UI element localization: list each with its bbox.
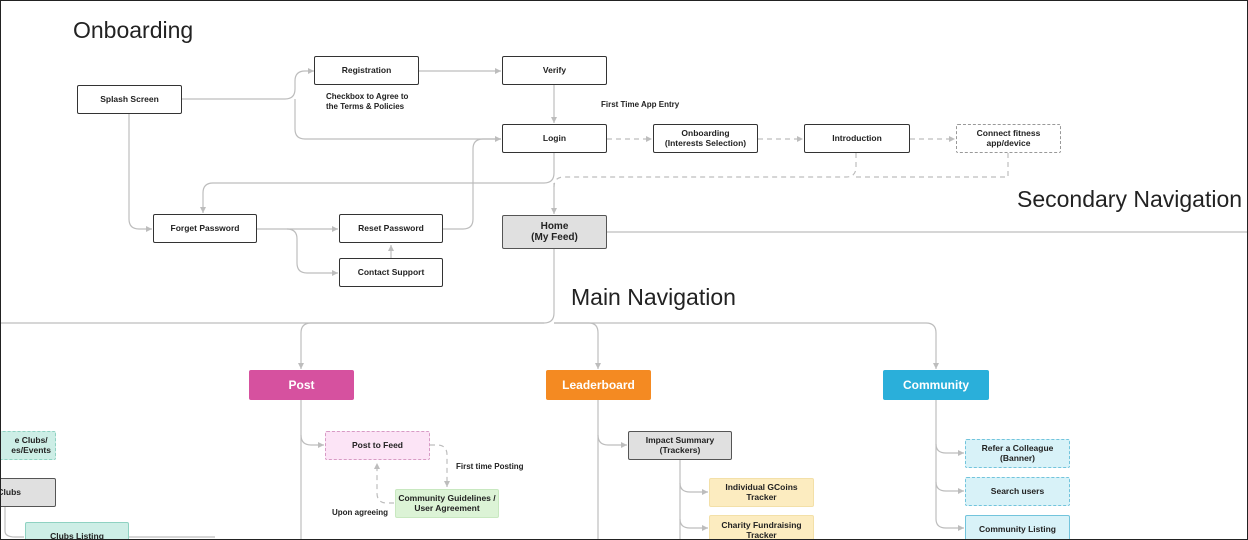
node-registration[interactable]: Registration — [314, 56, 419, 85]
connector-impact-gcoins — [679, 482, 708, 493]
node-connect-fitness[interactable]: Connect fitness app/device — [956, 124, 1061, 153]
connector-community-search — [935, 481, 964, 492]
connector-splash-forget — [128, 114, 152, 230]
arrowhead — [374, 463, 380, 469]
arrowhead — [146, 226, 152, 232]
connector-community-refer — [935, 443, 964, 454]
arrowhead — [551, 117, 557, 123]
category-leaderboard[interactable]: Leaderboard — [546, 370, 651, 400]
node-contact-support[interactable]: Contact Support — [339, 258, 443, 287]
connector-forget-contact — [286, 228, 338, 274]
node-verify[interactable]: Verify — [502, 56, 607, 85]
node-onboarding-interests[interactable]: Onboarding (Interests Selection) — [653, 124, 758, 153]
node-login[interactable]: Login — [502, 124, 607, 153]
connector-leaderboard-impact — [597, 434, 627, 446]
arrowhead — [308, 68, 314, 74]
section-title-main-navigation: Main Navigation — [571, 284, 736, 310]
connector-impact-charity — [679, 518, 708, 529]
connector-main-post — [300, 322, 544, 369]
node-clubs-listing[interactable]: Clubs Listing — [25, 522, 129, 539]
connector-connect-home — [856, 153, 1009, 178]
arrowhead — [958, 525, 964, 531]
arrowhead — [200, 207, 206, 213]
arrowhead — [702, 489, 708, 495]
connector-home-main — [1, 249, 555, 324]
node-community-guidelines[interactable]: Community Guidelines / User Agreement — [395, 489, 499, 518]
arrowhead — [595, 363, 601, 369]
arrowhead — [495, 136, 501, 142]
note-first-time-posting: First time Posting — [456, 462, 524, 471]
arrowhead — [332, 270, 338, 276]
node-clubs-partial[interactable]: Clubs — [1, 478, 56, 507]
section-title-secondary-navigation: Secondary Navigation — [1017, 186, 1243, 212]
connector-reset-login — [443, 138, 501, 230]
node-post-to-feed[interactable]: Post to Feed — [325, 431, 430, 460]
arrowhead — [551, 208, 557, 214]
note-first-time-entry: First Time App Entry — [601, 100, 680, 109]
connector-feed-guidelines — [430, 444, 448, 487]
note-upon-agreeing: Upon agreeing — [332, 508, 389, 517]
arrowhead — [444, 481, 450, 487]
note-checkbox-terms: Checkbox to Agree to the Terms & Policie… — [326, 92, 409, 111]
node-impact-summary[interactable]: Impact Summary (Trackers) — [628, 431, 732, 460]
connector-community-listing — [935, 518, 964, 529]
node-forget-password[interactable]: Forget Password — [153, 214, 257, 243]
node-refer-colleague[interactable]: Refer a Colleague (Banner) — [965, 439, 1070, 468]
connector-main-community — [554, 322, 937, 369]
category-post[interactable]: Post — [249, 370, 354, 400]
node-community-listing[interactable]: Community Listing — [965, 515, 1070, 539]
arrowhead — [318, 442, 324, 448]
category-community[interactable]: Community — [883, 370, 989, 400]
arrowhead — [388, 245, 394, 251]
connector-main-leaderboard — [554, 322, 599, 369]
arrowhead — [298, 363, 304, 369]
arrowhead — [646, 136, 652, 142]
node-introduction[interactable]: Introduction — [804, 124, 910, 153]
section-title-onboarding: Onboarding — [73, 17, 194, 43]
node-clubs-events-partial[interactable]: e Clubs/ es/Events — [1, 431, 56, 460]
node-splash-screen[interactable]: Splash Screen — [77, 85, 182, 114]
arrowhead — [958, 450, 964, 456]
arrowhead — [621, 442, 627, 448]
connector-post-feed — [300, 434, 324, 446]
arrowhead — [933, 363, 939, 369]
arrowhead — [949, 136, 955, 142]
arrowhead — [958, 488, 964, 494]
node-reset-password[interactable]: Reset Password — [339, 214, 443, 243]
arrowhead — [797, 136, 803, 142]
node-search-users[interactable]: Search users — [965, 477, 1070, 506]
connector-splash-branch — [181, 70, 314, 100]
arrowhead — [495, 68, 501, 74]
connector-intro-home — [553, 153, 857, 188]
connector-clubs-left — [4, 506, 24, 538]
node-gcoins-tracker[interactable]: Individual GCoins Tracker — [709, 478, 814, 507]
connector-login-forget — [202, 153, 555, 213]
node-home-my-feed[interactable]: Home (My Feed) — [502, 215, 607, 249]
arrowhead — [702, 525, 708, 531]
arrowhead — [332, 226, 338, 232]
connector-splash-login — [294, 99, 501, 140]
node-charity-tracker[interactable]: Charity Fundraising Tracker — [709, 515, 814, 539]
